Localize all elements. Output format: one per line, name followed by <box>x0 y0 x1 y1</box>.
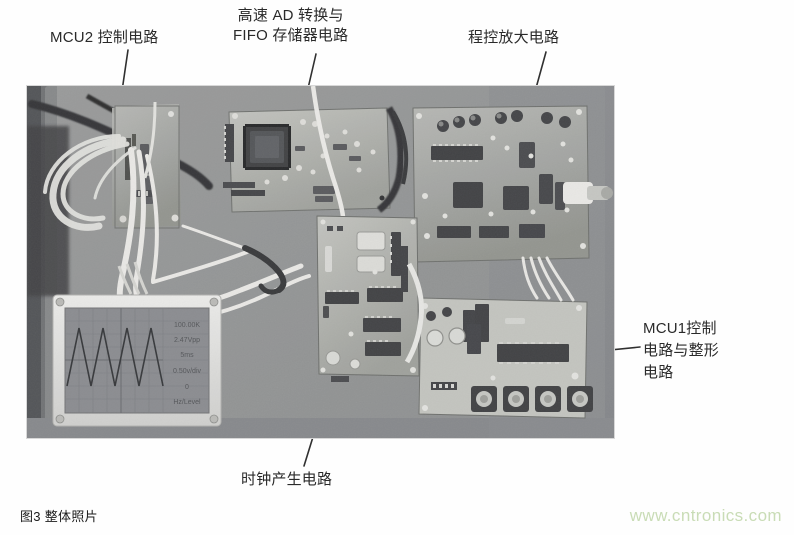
annotation-mcu1-control-shaping-circuit: MCU1控制 电路与整形 电路 <box>643 320 720 381</box>
site-watermark: www.cntronics.com <box>629 506 782 525</box>
annotation-programmable-amplifier-circuit: 程控放大电路 <box>468 29 560 46</box>
annotation-ad-fifo-circuit: 高速 AD 转换与 FIFO 存储器电路 <box>233 7 349 45</box>
figure-caption: 图3 整体照片 <box>20 509 98 524</box>
overall-photo: 100.00K 2.47Vpp 5ms 0.50v/div 0 Hz/Level <box>27 86 614 438</box>
annotation-mcu2-control-circuit: MCU2 控制电路 <box>50 29 159 46</box>
annotation-clock-generation-circuit: 时钟产生电路 <box>241 471 333 488</box>
